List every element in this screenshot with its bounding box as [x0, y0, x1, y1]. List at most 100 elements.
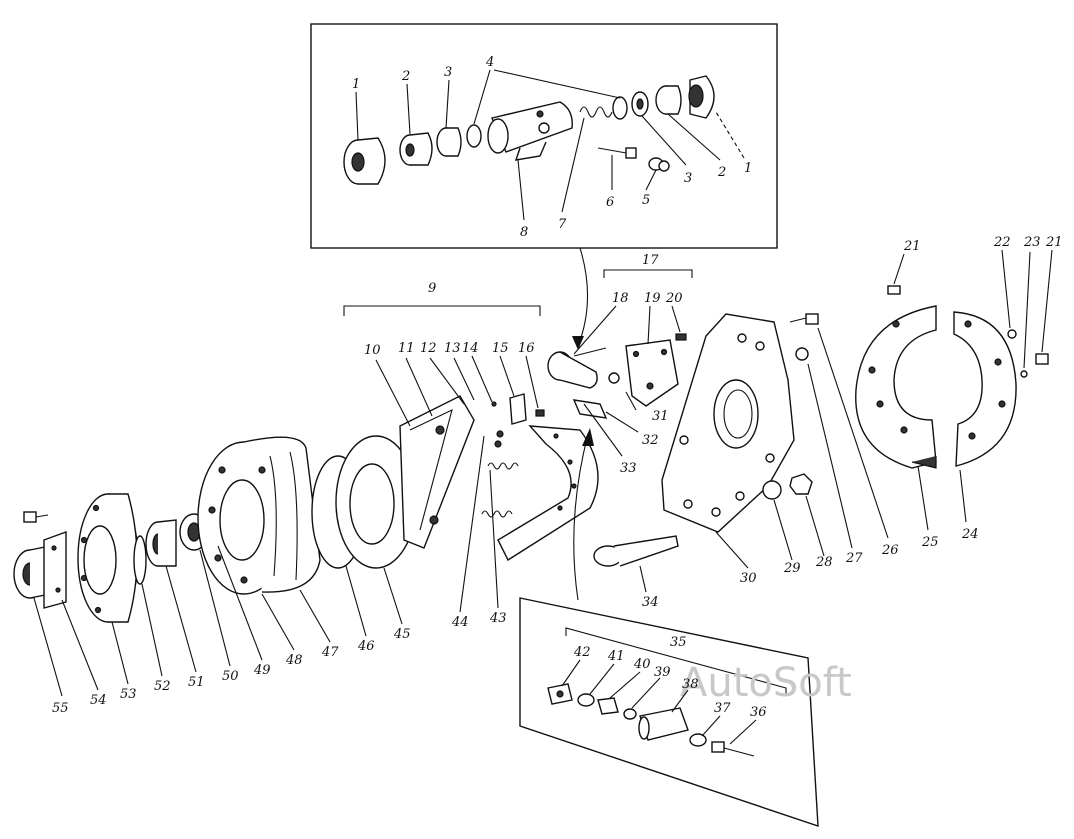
piston-left — [399, 132, 433, 166]
dust-cap-left — [343, 137, 386, 185]
bleeder-screw — [597, 147, 637, 159]
small-bolts — [491, 401, 545, 448]
label-25: 25 — [921, 535, 939, 550]
washer-37 — [689, 733, 707, 747]
label-3b: 3 — [684, 171, 692, 186]
label-4: 4 — [485, 55, 494, 70]
sleeve-38 — [638, 707, 689, 741]
inset-arrow-bottom — [573, 433, 589, 601]
label-1a: 1 — [352, 77, 360, 92]
inset-leaders — [355, 69, 745, 221]
label-6: 6 — [606, 195, 614, 210]
label-17: 17 — [642, 253, 659, 268]
label-41: 41 — [607, 649, 625, 664]
expander-shaft — [593, 535, 679, 567]
label-20: 20 — [665, 291, 683, 306]
label-37: 37 — [714, 701, 731, 716]
main-labels: 9 10 11 12 13 14 15 16 17 18 19 20 31 32… — [52, 235, 1063, 716]
ring-39 — [623, 708, 637, 720]
wheel-cylinder-inset: 1 2 3 4 3 2 1 8 7 6 5 — [310, 23, 778, 249]
shoe-rear — [399, 395, 475, 549]
bolt-21-right — [1035, 353, 1049, 365]
label-29: 29 — [783, 561, 801, 576]
label-48: 48 — [285, 653, 303, 668]
washer-23 — [1020, 370, 1028, 378]
label-15: 15 — [492, 341, 509, 356]
label-3a: 3 — [444, 65, 452, 80]
label-10: 10 — [364, 343, 381, 358]
label-18: 18 — [612, 291, 629, 306]
label-22: 22 — [993, 235, 1011, 250]
label-30: 30 — [740, 571, 757, 586]
label-53: 53 — [120, 687, 137, 702]
label-24: 24 — [961, 527, 979, 542]
inset-arrow-top — [577, 247, 589, 347]
spring — [579, 106, 613, 118]
bolt-20 — [675, 333, 687, 341]
bracket-35 — [565, 627, 787, 696]
label-51: 51 — [188, 675, 205, 690]
label-27: 27 — [845, 551, 863, 566]
label-21b: 21 — [1045, 235, 1063, 250]
spring-washer-left — [466, 124, 482, 148]
label-47: 47 — [321, 645, 339, 660]
nut-28 — [789, 473, 813, 495]
hub-assembly — [13, 435, 417, 623]
label-55: 55 — [52, 701, 69, 716]
watermark: AutoSoft — [680, 660, 852, 706]
label-19: 19 — [644, 291, 661, 306]
bolt-26 — [789, 313, 819, 325]
label-13: 13 — [444, 341, 461, 356]
piston-right — [655, 85, 682, 115]
hub — [43, 531, 67, 609]
cup-right — [631, 91, 649, 117]
shoe-front — [497, 425, 599, 562]
cup-left — [436, 127, 462, 157]
adjuster-leaders — [561, 659, 757, 745]
label-38: 38 — [682, 677, 699, 692]
return-spring-lower — [481, 510, 513, 518]
shield-half-24 — [953, 311, 1017, 467]
bushing-40 — [597, 697, 619, 715]
label-31: 31 — [652, 409, 669, 424]
label-28: 28 — [815, 555, 833, 570]
inset-frame-bottom — [519, 597, 819, 827]
label-36: 36 — [750, 705, 767, 720]
label-1b: 1 — [744, 161, 752, 176]
inset-frame-top — [310, 23, 778, 249]
brake-drum — [197, 436, 321, 595]
washer-29 — [762, 480, 782, 500]
shoe-bracket — [509, 393, 527, 425]
shield-half-25 — [855, 305, 937, 469]
bearing — [145, 519, 177, 567]
bolt-21-left — [887, 285, 901, 295]
washer-small — [608, 372, 620, 384]
label-7: 7 — [558, 217, 567, 232]
label-11: 11 — [398, 341, 415, 356]
label-21a: 21 — [903, 239, 921, 254]
dust-cap-right — [688, 75, 715, 119]
label-9: 9 — [428, 281, 436, 296]
label-46: 46 — [357, 639, 375, 654]
label-54: 54 — [90, 693, 107, 708]
brake-support — [661, 313, 795, 533]
washer-41 — [577, 693, 595, 707]
pin-32 — [572, 399, 608, 419]
label-49: 49 — [253, 663, 271, 678]
label-43: 43 — [489, 611, 507, 626]
hub-flange — [77, 493, 139, 623]
main-leaders — [33, 249, 1053, 697]
label-23: 23 — [1023, 235, 1041, 250]
washer-22 — [1007, 329, 1017, 339]
oil-seal — [133, 535, 147, 585]
label-45: 45 — [393, 627, 411, 642]
label-2b: 2 — [717, 165, 726, 180]
shoe-rear-lining — [409, 408, 453, 531]
label-16: 16 — [518, 341, 535, 356]
label-42: 42 — [573, 645, 591, 660]
adjuster-inset: AutoSoft — [519, 597, 852, 827]
bolt-36 — [711, 741, 755, 757]
return-spring-upper — [487, 462, 519, 470]
spring-washer-right — [612, 96, 628, 120]
label-44: 44 — [451, 615, 469, 630]
